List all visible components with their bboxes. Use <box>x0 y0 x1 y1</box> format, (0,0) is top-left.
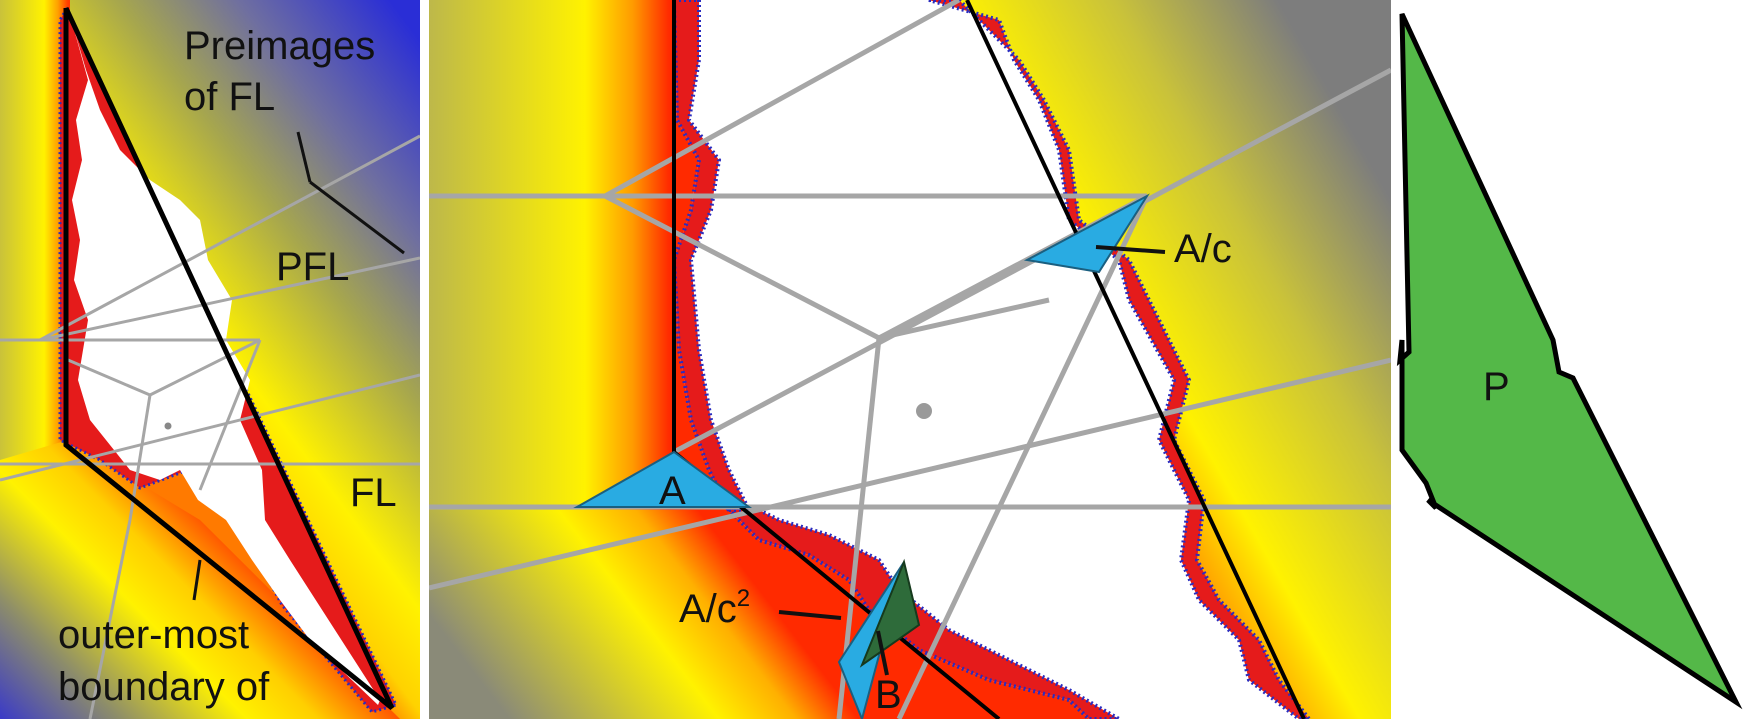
right-panel-diagram: P <box>1391 0 1756 719</box>
triangle-a-over-c <box>1023 193 1150 274</box>
label-a-over-c2-base: A/c <box>679 587 737 631</box>
leader-lines <box>192 131 405 601</box>
left-panel-diagram: Preimages of FL PFL FL outer-most bounda… <box>0 0 420 719</box>
left-panel: Preimages of FL PFL FL outer-most bounda… <box>0 0 420 719</box>
label-p: P <box>1483 365 1510 409</box>
pfl-label: PFL <box>276 245 349 289</box>
boundary-label-line1: outer-most <box>58 613 249 657</box>
middle-panel-diagram: A A/c A/c2 B <box>429 0 1391 719</box>
right-panel: P <box>1391 0 1756 719</box>
middle-left-gradient <box>429 0 729 510</box>
fl-label: FL <box>350 471 397 515</box>
label-a-over-c: A/c <box>1174 227 1232 271</box>
middle-fractal-fringes <box>671 0 1312 719</box>
preimages-label-line2: of FL <box>184 75 275 119</box>
label-a-over-c2: A/c2 <box>679 585 750 631</box>
boundary-label-line2: boundary of <box>58 665 270 709</box>
label-a: A <box>659 469 686 513</box>
triangle-a <box>573 450 753 508</box>
preimages-label-line1: Preimages <box>184 24 375 68</box>
middle-leader-lines <box>778 245 1166 676</box>
polygon-p <box>1396 12 1743 710</box>
middle-right-gradient <box>929 0 1391 719</box>
boundary-outline <box>63 6 395 710</box>
label-b: B <box>875 673 902 717</box>
center-dot <box>164 422 172 430</box>
middle-panel: A A/c A/c2 B <box>429 0 1391 719</box>
middle-center-dot <box>916 403 932 419</box>
lower-gradient-region <box>0 440 400 719</box>
triangle-b <box>859 558 921 668</box>
basin-white-region <box>72 22 380 705</box>
label-a-over-c2-exponent: 2 <box>737 585 750 612</box>
